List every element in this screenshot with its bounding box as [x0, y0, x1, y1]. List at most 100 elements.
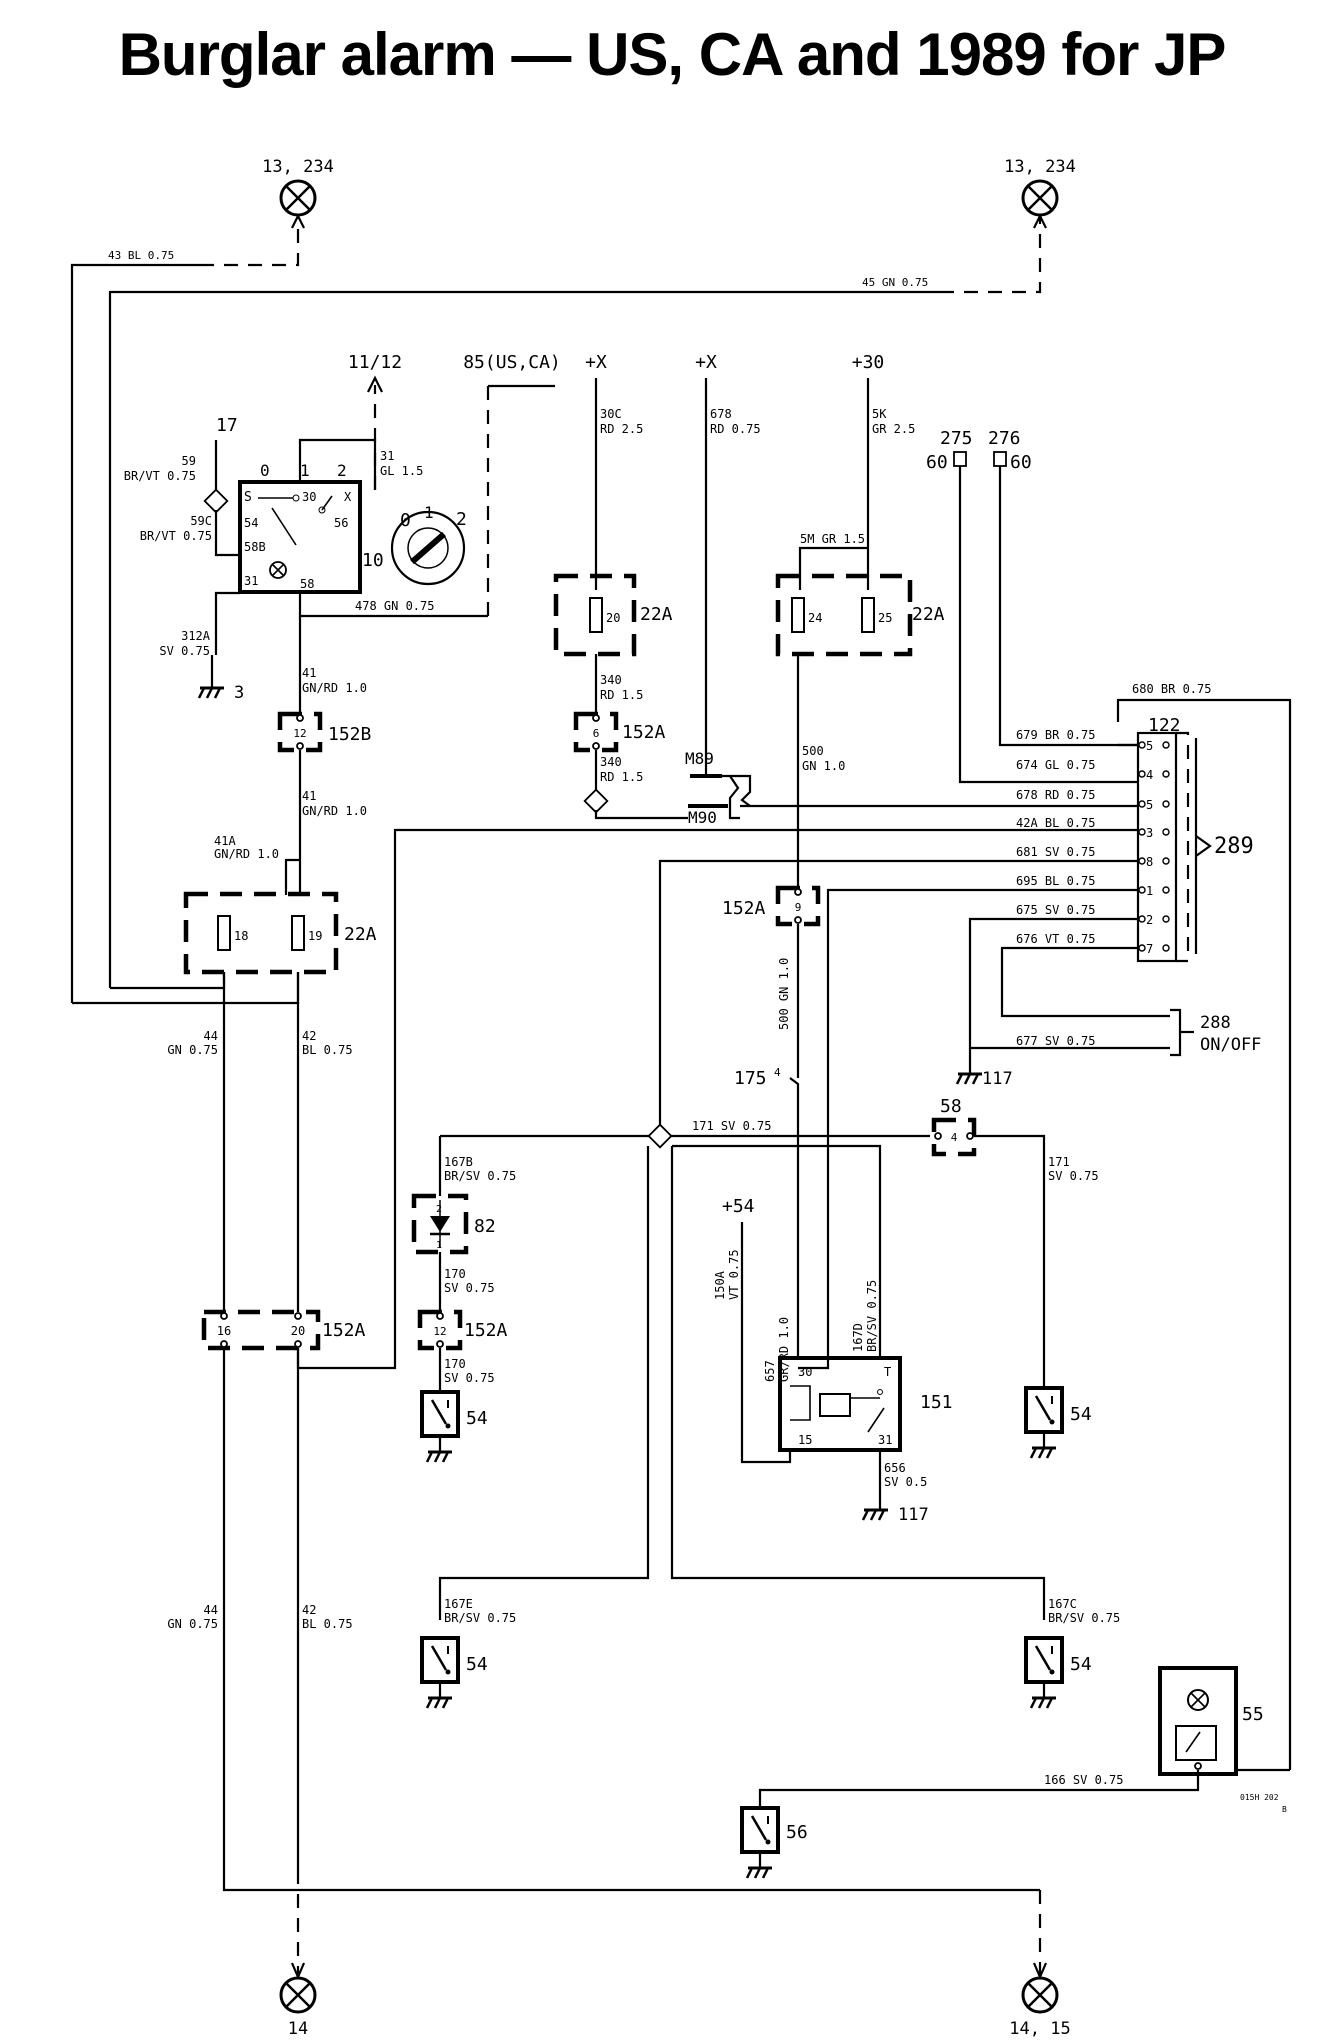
wire-label: 674 GL 0.75 [1016, 758, 1095, 772]
wire-label: SV 0.75 [444, 1371, 495, 1385]
lamp-bottom-right [1021, 1976, 1059, 2014]
component-ref: 82 [474, 1216, 496, 1237]
component-ref: 54 [466, 1408, 488, 1429]
switch-icon [1024, 1386, 1064, 1434]
pin-label: 5 [1146, 739, 1153, 753]
wire-label: BR/SV 0.75 [1048, 1611, 1120, 1625]
switch-icon [420, 1390, 460, 1438]
ground-ref: 117 [898, 1505, 929, 1525]
wire-label: 45 GN 0.75 [862, 276, 928, 289]
diode-82: 2 1 [411, 1193, 469, 1255]
wire-label: 340 [600, 673, 622, 687]
ref-label: 11/12 [348, 352, 402, 373]
component-ref: 58 [940, 1096, 962, 1117]
pin-label: 8 [1146, 855, 1153, 869]
fuse-icon [791, 597, 805, 633]
wire-label: 44 [204, 1603, 218, 1617]
wire-label: 340 [600, 755, 622, 769]
wire-label: BR/VT 0.75 [140, 529, 212, 543]
component-ref: ON/OFF [1200, 1035, 1261, 1055]
fusebox-22a-right: 24 25 [775, 573, 913, 657]
pin-label: 30 [798, 1365, 812, 1379]
power-label: +X [695, 352, 717, 373]
wire-label: BL 0.75 [302, 1617, 353, 1631]
wire-label: BR/SV 0.75 [444, 1169, 516, 1183]
wire-label: RD 1.5 [600, 688, 643, 702]
pin-label: 7 [1146, 942, 1153, 956]
connector-152a-lower: 16 20 [201, 1309, 321, 1351]
hood-switch-56 [740, 1806, 780, 1854]
pin-label: 2 [1146, 913, 1153, 927]
power-label: +X [585, 352, 607, 373]
door-switch-54-bottom-right [1024, 1636, 1064, 1684]
wire-label: 171 SV 0.75 [692, 1119, 771, 1133]
switch-icon [740, 1806, 780, 1854]
component-ref: 54 [466, 1654, 488, 1675]
lamp-top-right [1021, 179, 1059, 217]
wire-label: 41A [214, 834, 236, 848]
connector-152a-pin12: 12 [417, 1309, 463, 1351]
wire-label: 170 [444, 1357, 466, 1371]
wire-label: GN 1.0 [802, 759, 845, 773]
component-ref: 152A [622, 722, 666, 743]
pin-label: 3 [1146, 826, 1153, 840]
hood-lamp-switch-55 [1158, 1666, 1238, 1776]
component-ref: 22A [640, 604, 673, 625]
wire-label: 41 [302, 666, 316, 680]
lamp-icon [1021, 179, 1059, 217]
pin-label: 1 [1146, 884, 1153, 898]
wire-label: 167B [444, 1155, 473, 1169]
wire-label: GL 1.5 [380, 464, 423, 478]
component-ref: 151 [920, 1392, 953, 1413]
wire-label: 150A [713, 1270, 727, 1300]
wire-label: GN/RD 1.0 [302, 681, 367, 695]
dial-pos: 2 [456, 509, 467, 530]
lamp-ref: 13, 234 [262, 157, 334, 177]
wire-label: GN/RD 1.0 [214, 847, 279, 861]
connector-152a-pin6: 6 [573, 711, 619, 753]
fuse-icon [291, 915, 305, 951]
fuse-icon [589, 597, 603, 633]
pin-label: T [884, 1365, 891, 1379]
wire-label: RD 1.5 [600, 770, 643, 784]
wire-label: 167E [444, 1597, 473, 1611]
ground-ref: 117 [982, 1069, 1013, 1089]
component-ref: 55 [1242, 1704, 1264, 1725]
wire-label: 42 [302, 1029, 316, 1043]
component-ref: 22A [912, 604, 945, 625]
door-switch-54-left [420, 1390, 460, 1438]
switch-pos: 0 [260, 461, 270, 480]
pin-label: 56 [334, 516, 348, 530]
connector-ref: M90 [688, 808, 717, 827]
component-ref: 10 [362, 550, 384, 571]
wire-label: 478 GN 0.75 [355, 599, 434, 613]
pin-label: 31 [244, 574, 258, 588]
switch-icon [1024, 1636, 1064, 1684]
component-ref: 54 [1070, 1404, 1092, 1425]
pin-label: 2 [436, 1204, 442, 1215]
wire-label: SV 0.75 [444, 1281, 495, 1295]
terminal-icon [953, 451, 967, 467]
dial-pos: 0 [400, 510, 411, 531]
ignition-switch: 0 1 2 S 30 X 54 56 58B 31 58 [238, 461, 362, 594]
wire-label: BL 0.75 [302, 1043, 353, 1057]
pin-label: 4 [951, 1131, 958, 1144]
pin-label: 1 [436, 1240, 442, 1251]
component-ref: 152B [328, 724, 371, 745]
pin-label: 54 [244, 516, 258, 530]
page-title: Burglar alarm — US, CA and 1989 for JP [118, 21, 1227, 88]
switch-icon [420, 1636, 460, 1684]
wire-label: GR 2.5 [872, 422, 915, 436]
lamp-icon [279, 1976, 317, 2014]
component-ref: 56 [786, 1822, 808, 1843]
pin-label: X [344, 490, 352, 504]
ref-label: 17 [216, 415, 238, 436]
ground-ref: 3 [234, 683, 244, 703]
wire-label: BR/SV 0.75 [444, 1611, 516, 1625]
component-ref: 152A [722, 898, 766, 919]
switch-pos: 1 [300, 461, 310, 480]
wire-label: 42 [302, 1603, 316, 1617]
wire-label: 43 BL 0.75 [108, 249, 174, 262]
wire-label: GN 0.75 [167, 1043, 218, 1057]
wire-label: 695 BL 0.75 [1016, 874, 1095, 888]
